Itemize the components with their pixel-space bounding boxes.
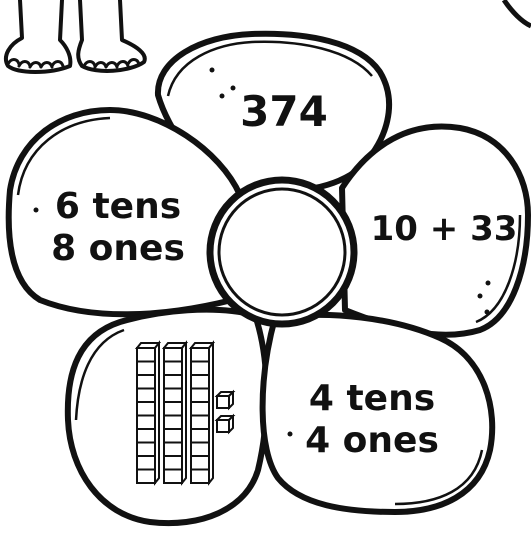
tens-rod [137,343,159,483]
character-feet-illustration [6,0,145,72]
petal-left-ones: 8 ones [51,228,185,269]
petal-bottom-right-ones: 4 ones [305,420,439,461]
petal-left-tens: 6 tens [55,186,181,227]
ones-cube [217,416,233,432]
petal-bottom-right-tens: 4 tens [309,378,435,419]
tens-rod [191,343,213,483]
flower-center [210,180,354,324]
petal-right-expression: 10 + 33 [371,209,518,249]
petal-top-number: 374 [240,87,328,136]
corner-decoration [504,0,531,26]
ones-cube [217,392,233,408]
tens-rod [164,343,186,483]
